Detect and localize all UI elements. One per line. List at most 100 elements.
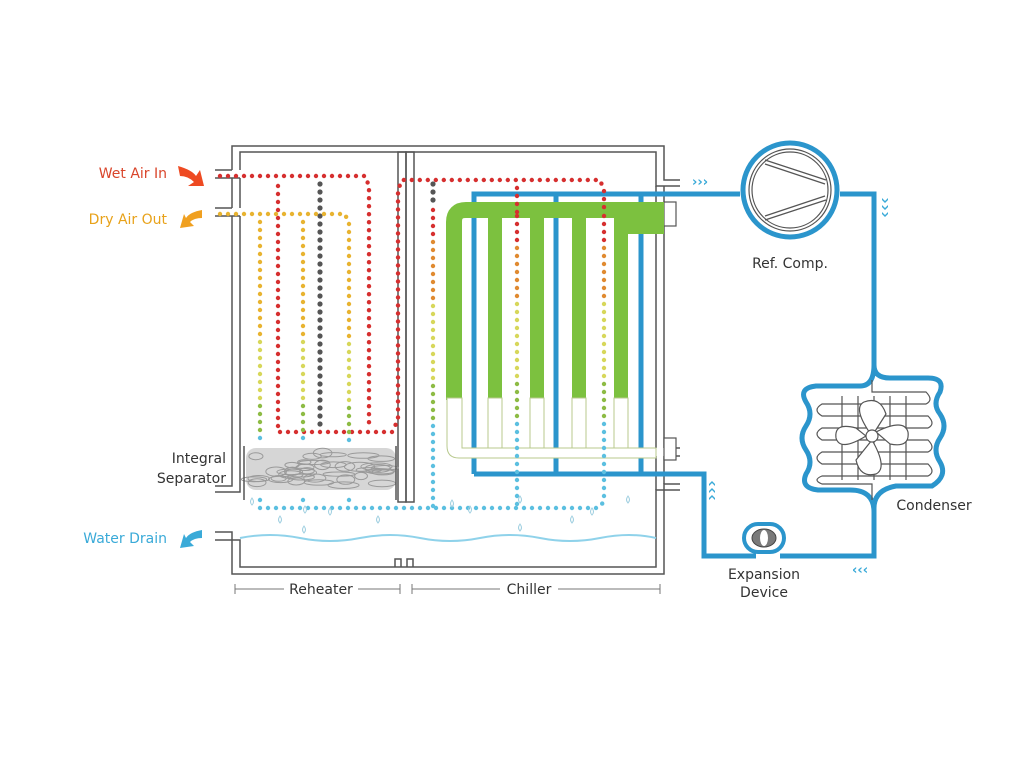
expansion-valve-icon: [744, 524, 784, 552]
dry-air-dot: [338, 212, 342, 216]
moisture-dot: [430, 197, 435, 202]
wet-air-dot: [602, 189, 606, 193]
chill-air-dot: [515, 382, 519, 386]
water-dot: [282, 506, 286, 510]
wet-air-dot: [396, 335, 400, 339]
wet-air-dot: [396, 303, 400, 307]
chill-air-dot: [515, 326, 519, 330]
water-dot: [570, 506, 574, 510]
dry-air-dot: [347, 262, 351, 266]
water-dot: [301, 498, 305, 502]
chill-air-dot: [431, 376, 435, 380]
dry-air-dot: [347, 238, 351, 242]
dry-air-dot: [301, 332, 305, 336]
dry-air-out-arrow: [180, 210, 202, 228]
chill-air-dot: [431, 496, 435, 500]
chill-air-dot: [431, 232, 435, 236]
wet-air-dot: [276, 256, 280, 260]
wet-air-dot: [396, 311, 400, 315]
wet-air-dot: [298, 174, 302, 178]
chill-air-dot: [431, 464, 435, 468]
wet-air-dot: [396, 399, 400, 403]
wet-air-dot: [434, 178, 438, 182]
moisture-dot: [317, 181, 322, 186]
dry-air-dot: [298, 212, 302, 216]
dry-air-dot: [347, 222, 351, 226]
chill-air-dot: [602, 262, 606, 266]
droplet: [627, 496, 630, 503]
wet-air-dot: [266, 174, 270, 178]
chill-air-dot: [515, 270, 519, 274]
wet-air-dot: [490, 178, 494, 182]
wet-air-dot: [276, 368, 280, 372]
dry-air-dot: [347, 334, 351, 338]
wet-air-dot: [396, 407, 400, 411]
wet-air-dot: [367, 340, 371, 344]
water-dot: [530, 506, 534, 510]
integral-separator-mesh: [241, 446, 398, 500]
wet-air-dot: [218, 174, 222, 178]
dry-air-dot: [347, 374, 351, 378]
wet-air-dot: [367, 196, 371, 200]
wet-air-dot: [578, 178, 582, 182]
wet-air-dot: [276, 304, 280, 308]
dry-air-dot: [301, 260, 305, 264]
dry-air-dot: [301, 308, 305, 312]
dry-air-dot: [301, 236, 305, 240]
wet-air-dot: [234, 174, 238, 178]
wet-air-dot: [396, 391, 400, 395]
wet-air-dot: [515, 186, 519, 190]
wet-air-dot: [498, 178, 502, 182]
dry-air-dot: [347, 382, 351, 386]
chill-air-dot: [431, 296, 435, 300]
dry-air-dot: [258, 220, 262, 224]
dry-air-dot: [258, 364, 262, 368]
chill-air-dot: [602, 326, 606, 330]
chill-air-dot: [602, 478, 606, 482]
moisture-dot: [317, 189, 322, 194]
chill-air-dot: [602, 334, 606, 338]
chill-air-dot: [515, 334, 519, 338]
water-dot: [514, 506, 518, 510]
dry-air-dot: [347, 350, 351, 354]
chill-air-dot: [515, 398, 519, 402]
chill-air-dot: [602, 214, 606, 218]
chill-air-dot: [602, 294, 606, 298]
wet-air-dot: [242, 174, 246, 178]
water-dot: [506, 506, 510, 510]
chill-air-dot: [431, 408, 435, 412]
chill-air-dot: [515, 478, 519, 482]
wet-air-dot: [515, 210, 519, 214]
dry-air-dot: [301, 228, 305, 232]
wet-air-dot: [396, 223, 400, 227]
dry-air-dot: [282, 212, 286, 216]
chill-air-dot: [602, 350, 606, 354]
dry-air-dot: [301, 404, 305, 408]
chill-air-dot: [431, 360, 435, 364]
chill-air-dot: [602, 398, 606, 402]
wet-air-dot: [458, 178, 462, 182]
chill-air-dot: [602, 238, 606, 242]
chill-air-dot: [515, 342, 519, 346]
dry-air-dot: [301, 300, 305, 304]
wet-air-dot: [396, 271, 400, 275]
moisture-dot: [430, 181, 435, 186]
wet-air-dot: [515, 202, 519, 206]
wet-air-dot: [586, 178, 590, 182]
chill-air-dot: [602, 438, 606, 442]
droplet: [469, 506, 472, 513]
dry-air-dot: [344, 215, 348, 219]
wet-air-dot: [367, 244, 371, 248]
wet-air-dot: [367, 188, 371, 192]
wet-air-dot: [367, 220, 371, 224]
wet-air-dot: [396, 295, 400, 299]
water-dot: [378, 506, 382, 510]
chill-air-dot: [431, 448, 435, 452]
moisture-dot: [317, 341, 322, 346]
water-dot: [562, 506, 566, 510]
water-dot: [258, 498, 262, 502]
expansion-device-label-2: Device: [740, 585, 788, 601]
wet-air-dot: [276, 312, 280, 316]
wet-air-dot: [276, 328, 280, 332]
moisture-dot: [317, 221, 322, 226]
